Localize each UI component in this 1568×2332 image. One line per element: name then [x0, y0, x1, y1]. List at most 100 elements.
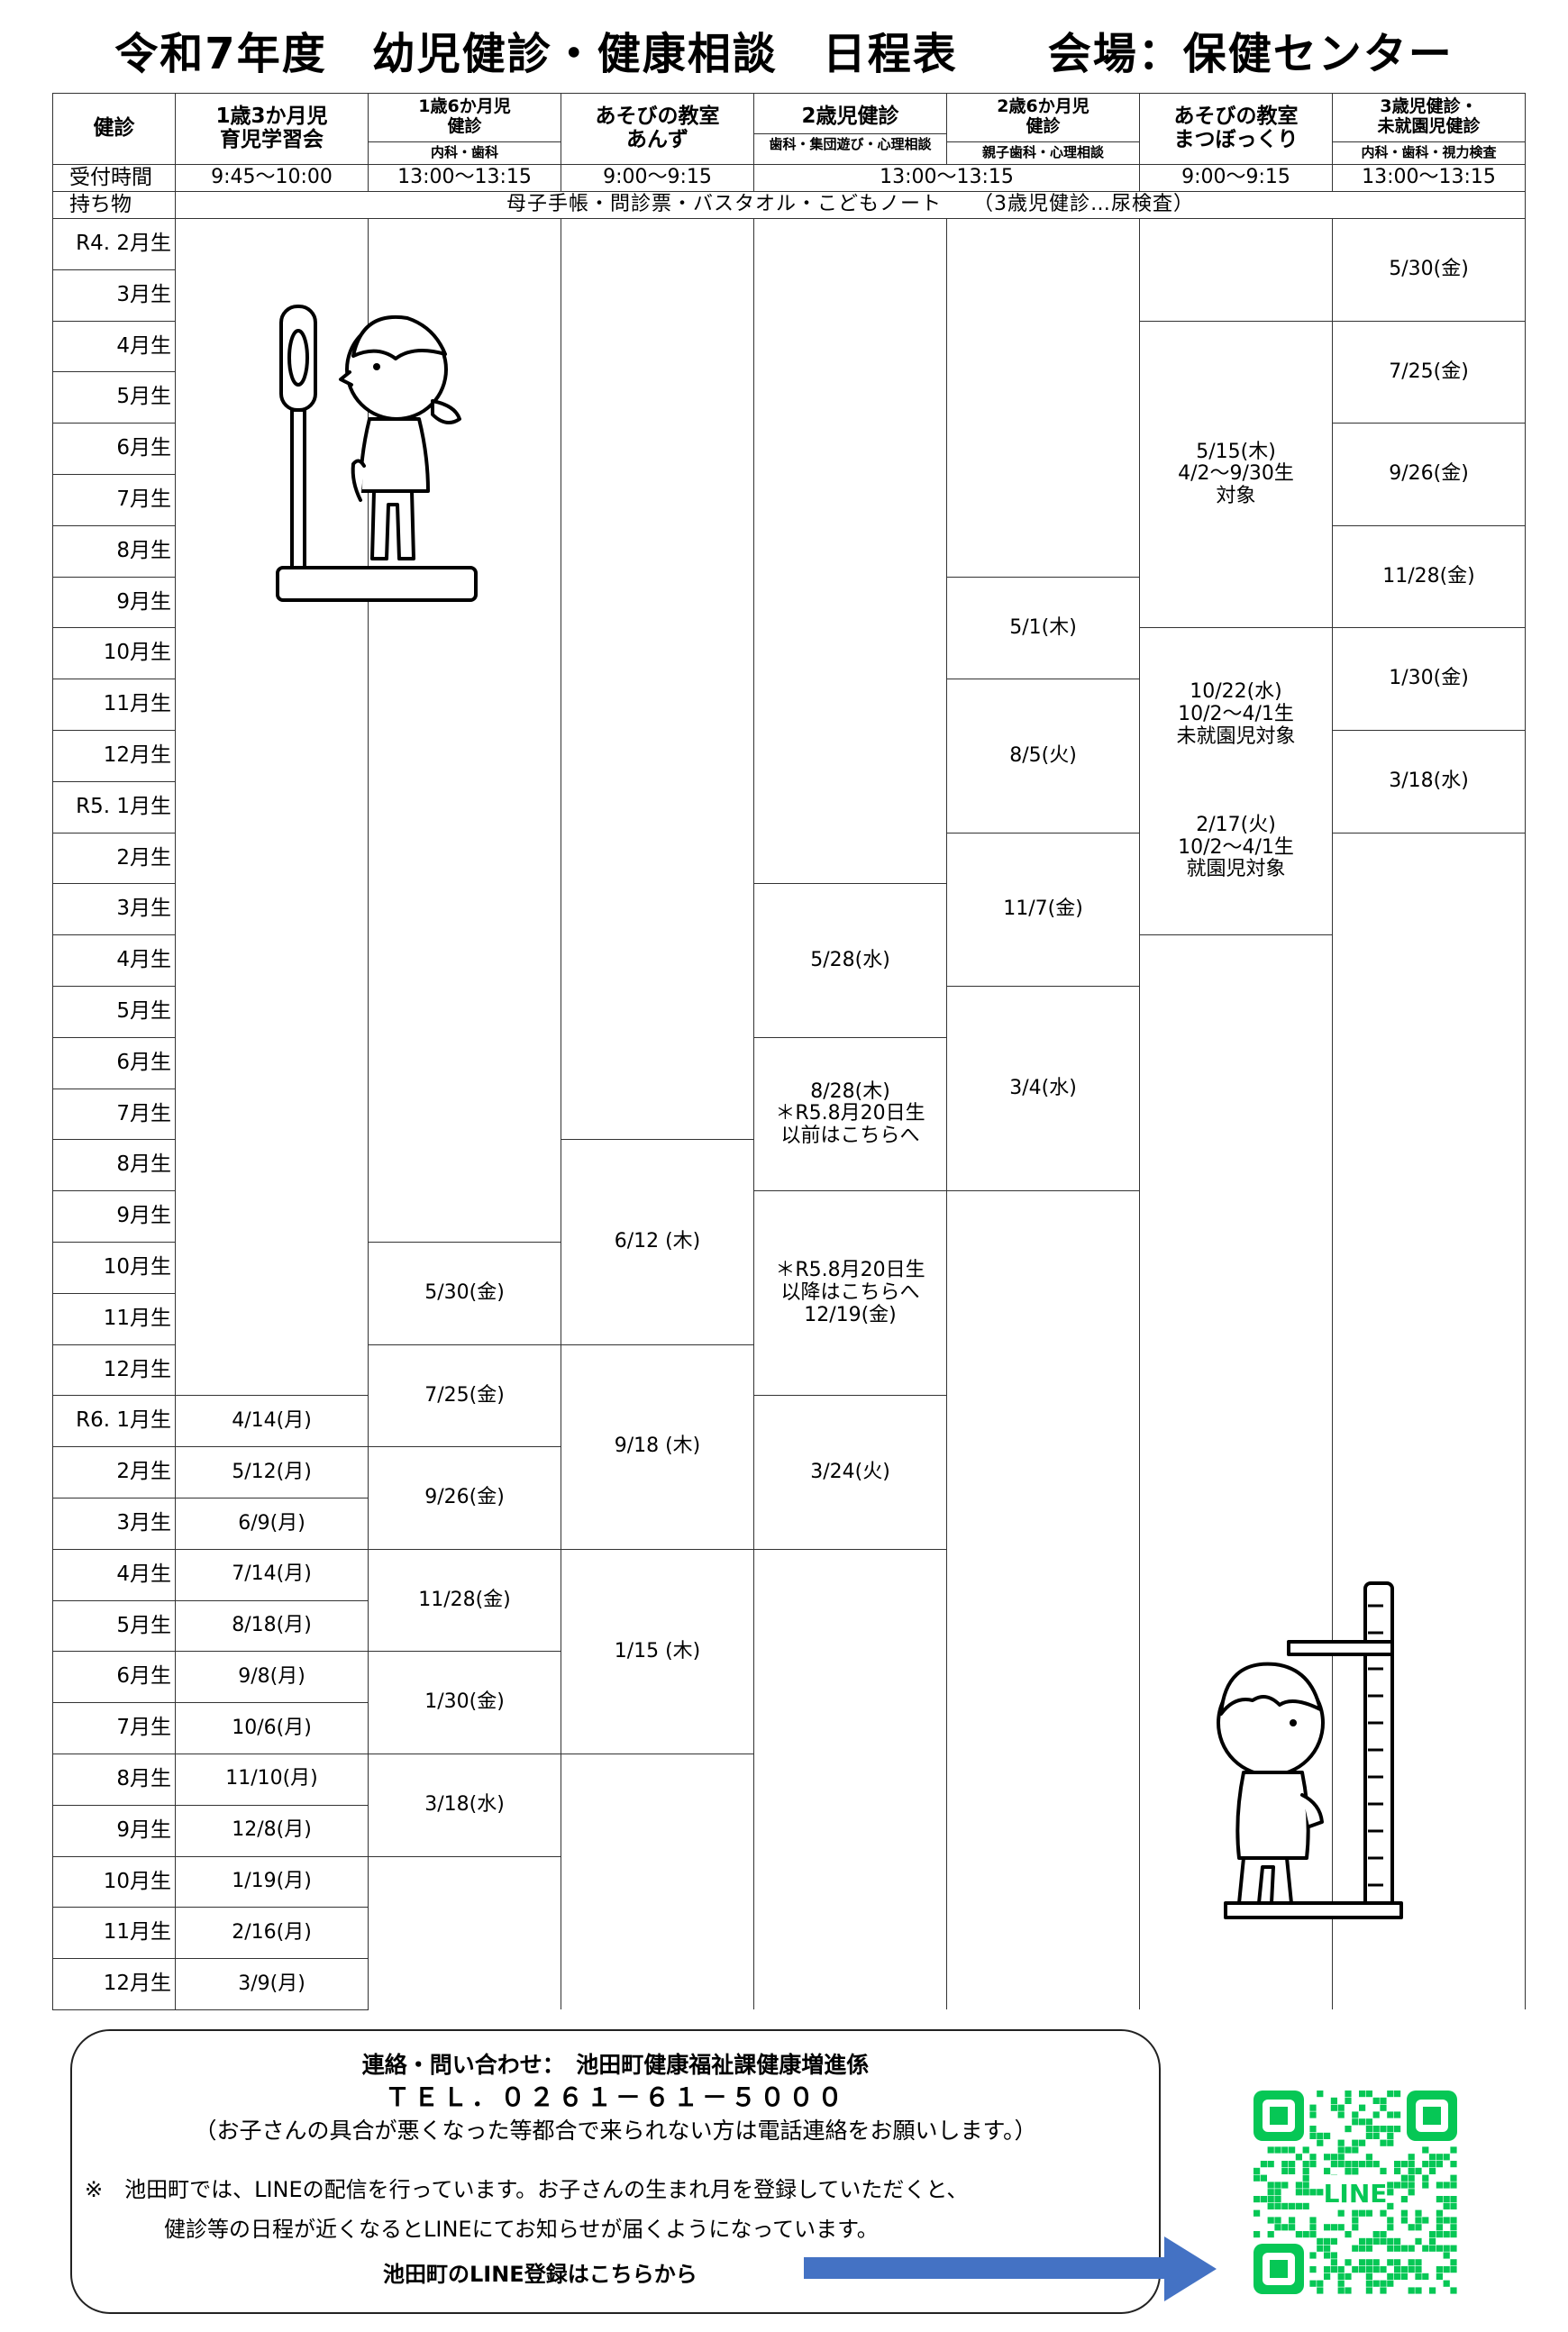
header-col-sub: 親子歯科・心理相談: [947, 141, 1139, 160]
schedule-date-cell: 2/16(月): [175, 1907, 369, 1960]
schedule-empty-cell: [561, 217, 754, 1140]
header-col-name: 1歳6か月児 健診: [418, 96, 511, 136]
birth-month-label: 7月生: [52, 1702, 176, 1754]
schedule-empty-cell: [561, 1753, 754, 2010]
birth-month-label: 10月生: [52, 1855, 176, 1908]
schedule-date-cell: 3/9(月): [175, 1958, 369, 2010]
birth-month-label: 6月生: [52, 1651, 176, 1704]
header-col-3: あそびの教室 あんず: [561, 93, 754, 165]
birth-month-label: 4月生: [52, 1548, 176, 1601]
birth-month-label: R5. 1月生: [52, 780, 176, 834]
contact-phone[interactable]: ＴＥＬ．０２６１－６１－５０００: [384, 2082, 846, 2112]
birth-month-label: 5月生: [52, 985, 176, 1038]
schedule-date-cell: 3/18(水): [368, 1753, 561, 1857]
header-col-6: あそびの教室 まつぼっくり: [1139, 93, 1333, 165]
schedule-date-cell: 1/19(月): [175, 1855, 369, 1908]
schedule-date-cell: 9/26(金): [1332, 423, 1526, 526]
birth-month-label: 8月生: [52, 1753, 176, 1806]
header-col-name: あそびの教室 まつぼっくり: [1173, 105, 1299, 151]
birth-month-label: 3月生: [52, 883, 176, 936]
birth-month-label: 2月生: [52, 832, 176, 885]
birth-month-label: 10月生: [52, 1241, 176, 1294]
schedule-date-cell: 3/4(水): [946, 985, 1140, 1192]
schedule-date-cell: 6/9(月): [175, 1497, 369, 1550]
header-col-7: 3歳児健診・ 未就園児健診内科・歯科・視力検査: [1332, 93, 1526, 165]
schedule-date-cell: 1/30(金): [368, 1651, 561, 1754]
page-title: 令和7年度 幼児健診・健康相談 日程表 会場：保健センター: [114, 29, 1454, 79]
schedule-date-cell: ＊R5.8月20日生 以降はこちらへ 12/19(金): [753, 1190, 947, 1397]
schedule-empty-cell: [753, 1548, 947, 2010]
header-col-name: 1歳3か月児 育児学習会: [215, 105, 328, 151]
schedule-date-cell: 7/25(金): [1332, 320, 1526, 424]
contact-heading: 連絡・問い合わせ： 池田町健康福祉課健康増進係: [361, 2052, 870, 2078]
birth-month-label: 3月生: [52, 1497, 176, 1550]
birth-month-label: 6月生: [52, 1036, 176, 1089]
child-measuring-height-illustration: [1217, 1581, 1403, 1919]
birth-month-label: 9月生: [52, 1190, 176, 1243]
schedule-empty-cell: [1139, 218, 1333, 322]
header-col-name: 2歳6か月児 健診: [997, 96, 1089, 136]
schedule-date-cell: 6/12 (木): [561, 1139, 754, 1345]
reception-time: 13:00～13:15: [368, 164, 561, 192]
birth-month-label: 2月生: [52, 1446, 176, 1498]
birth-month-label: 4月生: [52, 320, 176, 373]
header-col-name: 3歳児健診・ 未就園児健診: [1377, 96, 1481, 136]
header-col-2: 1歳6か月児 健診内科・歯科: [368, 93, 561, 165]
arrow-icon: [804, 2236, 1217, 2301]
contact-note: （お子さんの具合が悪くなった等都合で来られない方は電話連絡をお願いします。）: [194, 2118, 1037, 2144]
birth-month-label: 8月生: [52, 524, 176, 578]
header-col-sub: 歯科・集団遊び・心理相談: [754, 133, 946, 152]
qr-line-label: LINE: [1324, 2179, 1388, 2209]
contact-box: 連絡・問い合わせ： 池田町健康福祉課健康増進係 ＴＥＬ．０２６１－６１－５０００…: [70, 2029, 1161, 2314]
belongings-label: 持ち物: [52, 191, 176, 219]
schedule-date-cell: 3/24(火): [753, 1395, 947, 1550]
schedule-date-cell: 5/12(月): [175, 1446, 369, 1498]
birth-month-label: 5月生: [52, 1599, 176, 1653]
schedule-empty-cell: [946, 1190, 1140, 2010]
birth-month-label: 8月生: [52, 1139, 176, 1192]
line-info-line2: 健診等の日程が近くなるとLINEにてお知らせが届くようになっています。: [164, 2217, 879, 2242]
birth-month-label: 11月生: [52, 1907, 176, 1960]
schedule-empty-cell: [368, 1855, 561, 2010]
birth-month-label: 11月生: [52, 679, 176, 731]
schedule-date-cell: 10/22(水) 10/2～4/1生 未就園児対象 2/17(火) 10/2～4…: [1139, 627, 1333, 936]
schedule-date-cell: 11/28(金): [1332, 524, 1526, 629]
birth-month-label: 7月生: [52, 473, 176, 526]
reception-time: 13:00～13:15: [1332, 164, 1526, 192]
header-col-sub: 内科・歯科: [369, 141, 561, 160]
schedule-date-cell: 9/26(金): [368, 1446, 561, 1550]
schedule-date-cell: 5/30(金): [368, 1241, 561, 1345]
birth-month-label: R4. 2月生: [52, 218, 176, 270]
schedule-date-cell: 9/18 (木): [561, 1344, 754, 1550]
birth-month-label: 9月生: [52, 1804, 176, 1857]
reception-label: 受付時間: [52, 164, 176, 192]
schedule-date-cell: 5/1(木): [946, 576, 1140, 680]
reception-time: 9:45～10:00: [175, 164, 369, 192]
schedule-date-cell: 4/14(月): [175, 1395, 369, 1448]
header-col-name: あそびの教室 あんず: [595, 105, 720, 151]
schedule-date-cell: 1/30(金): [1332, 627, 1526, 731]
schedule-date-cell: 9/8(月): [175, 1651, 369, 1704]
birth-month-label: 12月生: [52, 1344, 176, 1397]
birth-month-label: 5月生: [52, 371, 176, 424]
reception-time: 9:00～9:15: [561, 164, 754, 192]
schedule-date-cell: 7/14(月): [175, 1548, 369, 1601]
schedule-date-cell: 12/8(月): [175, 1804, 369, 1857]
birth-month-label: 6月生: [52, 423, 176, 475]
birth-month-label: 9月生: [52, 576, 176, 629]
birth-month-label: 3月生: [52, 269, 176, 322]
header-col-sub: 内科・歯科・視力検査: [1333, 141, 1525, 160]
reception-time: 13:00～13:15: [753, 164, 1140, 192]
schedule-date-cell: 8/18(月): [175, 1599, 369, 1653]
birth-month-label: 4月生: [52, 934, 176, 987]
schedule-empty-cell: [175, 218, 369, 1396]
header-col-1: 1歳3か月児 育児学習会: [175, 93, 369, 165]
line-qr-code-icon[interactable]: LINE: [1250, 2087, 1461, 2298]
reception-time: 9:00～9:15: [1139, 164, 1333, 192]
birth-month-label: 12月生: [52, 729, 176, 782]
line-register-link[interactable]: 池田町のLINE登録はこちらから: [383, 2262, 697, 2287]
header-col-5: 2歳6か月児 健診親子歯科・心理相談: [946, 93, 1140, 165]
schedule-date-cell: 11/10(月): [175, 1753, 369, 1806]
header-col-name: 2歳児健診: [801, 104, 899, 128]
schedule-date-cell: 5/28(水): [753, 883, 947, 1038]
